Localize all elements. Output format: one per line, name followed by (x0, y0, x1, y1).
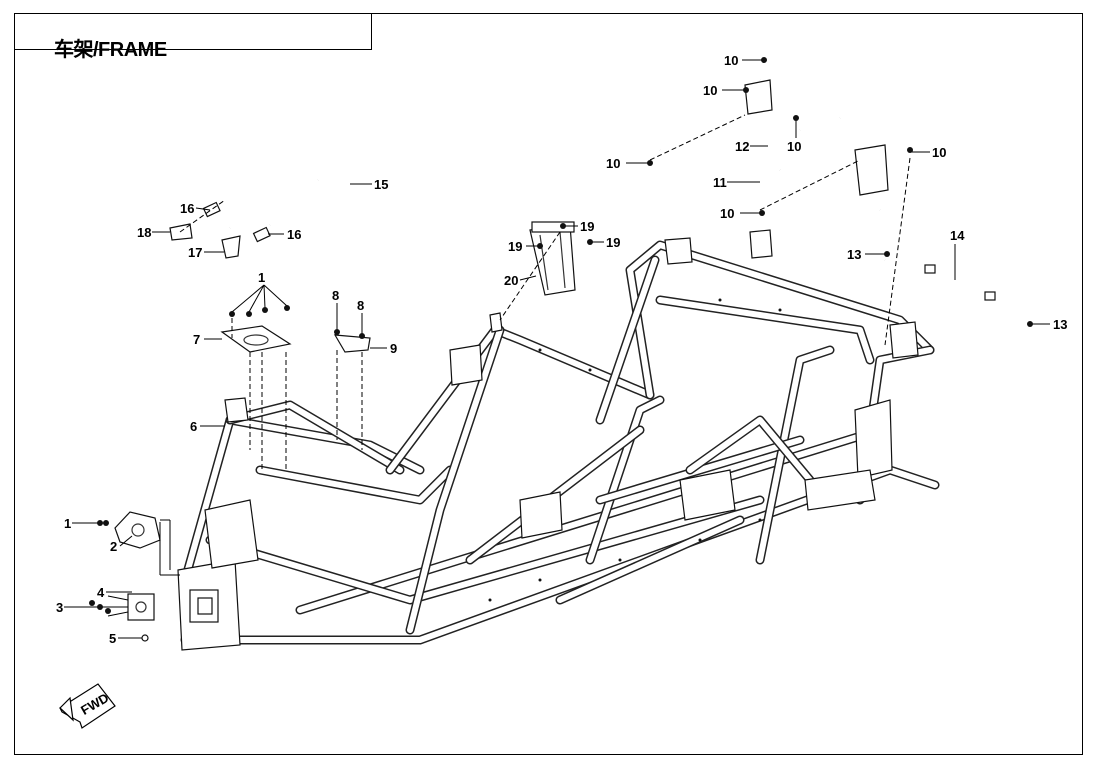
callout-5: 5 (109, 631, 116, 646)
callout-11: 11 (713, 175, 727, 190)
callout-8-a: 8 (332, 288, 339, 303)
rear-brace-part-11-12 (659, 78, 889, 212)
callout-19-b: 19 (580, 219, 594, 234)
bracket-part-20 (529, 221, 576, 296)
callout-labels: 1 1 2 3 4 5 6 7 8 8 9 10 10 10 10 10 10 … (56, 53, 1067, 646)
callout-10-b: 10 (703, 83, 717, 98)
mount-part-4 (127, 593, 155, 642)
drawing-sheet-border (14, 13, 1083, 755)
plate-part-7 (220, 325, 292, 353)
callout-13-b: 13 (1053, 317, 1067, 332)
callout-2: 2 (110, 539, 117, 554)
callout-15: 15 (374, 177, 388, 192)
forward-arrow-icon: FWD (59, 683, 116, 729)
grab-handle-assembly (169, 163, 353, 259)
callout-10-e: 10 (932, 145, 946, 160)
callout-1-top: 1 (258, 270, 265, 285)
clip-part-9 (333, 334, 371, 353)
callout-3: 3 (56, 600, 63, 615)
title-block: 车架/FRAME (14, 13, 372, 61)
callout-14: 14 (950, 228, 965, 243)
callout-20: 20 (504, 273, 518, 288)
callout-4: 4 (97, 585, 105, 600)
callout-16-b: 16 (287, 227, 301, 242)
callout-19-a: 19 (508, 239, 522, 254)
leader-lines (64, 59, 1050, 639)
callout-19-c: 19 (606, 235, 620, 250)
main-frame (177, 229, 940, 651)
callout-10-d: 10 (720, 206, 734, 221)
callout-1-left: 1 (64, 516, 71, 531)
callout-18: 18 (137, 225, 151, 240)
callout-8-b: 8 (357, 298, 364, 313)
callout-16-a: 16 (180, 201, 194, 216)
callout-7: 7 (193, 332, 200, 347)
callout-9: 9 (390, 341, 397, 356)
callout-10-c: 10 (606, 156, 620, 171)
page-title: 车架/FRAME (54, 39, 167, 61)
callout-10-a: 10 (724, 53, 738, 68)
callout-10-f: 10 (787, 139, 801, 154)
callout-6: 6 (190, 419, 197, 434)
fasteners (89, 57, 1033, 614)
mount-part-2 (114, 511, 161, 549)
callout-17: 17 (188, 245, 202, 260)
rod-part-14 (884, 258, 1031, 327)
callout-12: 12 (735, 139, 749, 154)
callout-13-a: 13 (847, 247, 861, 262)
